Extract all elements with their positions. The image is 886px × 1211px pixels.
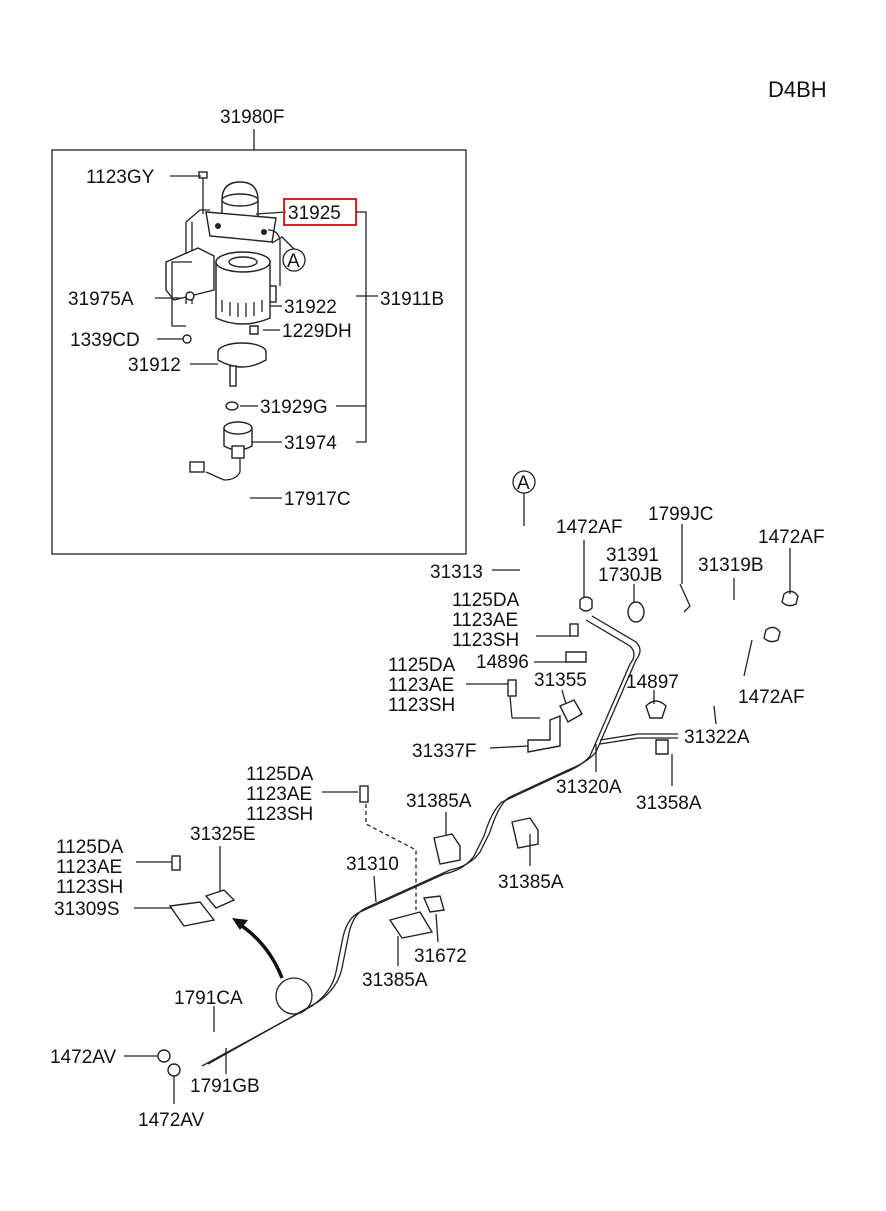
- label-31672[interactable]: 31672: [414, 946, 467, 967]
- assembly-label[interactable]: 31980F: [220, 107, 284, 128]
- filter-head: [205, 181, 281, 303]
- label-1791ca[interactable]: 1791CA: [174, 988, 243, 1009]
- label-1730jb[interactable]: 1730JB: [598, 565, 662, 586]
- grommet-31391: [627, 601, 645, 623]
- assembly-box: [51, 149, 467, 555]
- bracket-31385a-c: [388, 911, 434, 939]
- label-1791gb[interactable]: 1791GB: [190, 1076, 260, 1097]
- label-31325e[interactable]: 31325E: [190, 824, 256, 845]
- label-31322a[interactable]: 31322A: [684, 727, 750, 748]
- label-bolt-d-2[interactable]: 1123AE: [56, 857, 122, 878]
- label-1472av-b[interactable]: 1472AV: [138, 1110, 205, 1131]
- label-1339cd[interactable]: 1339CD: [70, 330, 140, 351]
- label-31319b[interactable]: 31319B: [698, 555, 764, 576]
- label-bolt-c-2[interactable]: 1123AE: [246, 784, 312, 805]
- nut-1339cd: [182, 334, 192, 344]
- bracket-31337f: [527, 714, 561, 753]
- detail-circle: [275, 977, 313, 1015]
- detail-arrow: [235, 920, 284, 979]
- label-31975a[interactable]: 31975A: [68, 289, 134, 310]
- label-1123gy[interactable]: 1123GY: [86, 167, 155, 188]
- clamp-1472af-a: [579, 596, 593, 612]
- sensor-31974: [189, 421, 253, 481]
- clip-31385a-a: [433, 833, 461, 865]
- hose-17917c: [236, 489, 248, 533]
- label-31385a-c[interactable]: 31385A: [362, 970, 428, 991]
- label-31925[interactable]: 31925: [288, 203, 341, 224]
- label-31911b[interactable]: 31911B: [380, 289, 444, 310]
- label-bolt-d-1[interactable]: 1125DA: [56, 837, 124, 858]
- label-31309s[interactable]: 31309S: [54, 899, 120, 920]
- fuel-filter-assembly: 31980F: [51, 107, 467, 555]
- clamp-1472af-b: [781, 590, 799, 607]
- label-14896[interactable]: 14896: [476, 652, 529, 673]
- clip-1799jc: [679, 583, 691, 613]
- label-17917c[interactable]: 17917C: [284, 489, 351, 510]
- label-31391[interactable]: 31391: [606, 545, 659, 566]
- label-bolt-b-3[interactable]: 1123SH: [388, 695, 455, 716]
- clip-14897: [645, 700, 667, 719]
- label-1799jc[interactable]: 1799JC: [648, 504, 714, 525]
- label-31320a[interactable]: 31320A: [556, 777, 622, 798]
- label-31922[interactable]: 31922: [284, 297, 337, 318]
- label-bolt-d-3[interactable]: 1123SH: [56, 877, 123, 898]
- label-1472av-a[interactable]: 1472AV: [50, 1047, 117, 1068]
- label-1472af-b[interactable]: 1472AF: [758, 527, 825, 548]
- label-31385a-a[interactable]: 31385A: [406, 791, 472, 812]
- clip-31672: [422, 895, 445, 913]
- label-31974[interactable]: 31974: [284, 433, 337, 454]
- label-31355[interactable]: 31355: [534, 670, 587, 691]
- clamp-1472av-b: [167, 1063, 181, 1077]
- filter-cartridge: [215, 251, 271, 325]
- label-bolt-a-3[interactable]: 1123SH: [452, 630, 519, 651]
- label-bolt-b-1[interactable]: 1125DA: [388, 655, 456, 676]
- label-1472af-a[interactable]: 1472AF: [556, 517, 623, 538]
- clamp-1472av-a: [157, 1049, 171, 1063]
- label-bolt-b-2[interactable]: 1123AE: [388, 675, 454, 696]
- clip-31325e: [204, 889, 236, 909]
- label-31929g[interactable]: 31929G: [260, 397, 328, 418]
- label-31313[interactable]: 31313: [430, 562, 483, 583]
- clip-31358a: [655, 739, 669, 755]
- label-bolt-c-3[interactable]: 1123SH: [246, 804, 313, 825]
- o-ring-31929g: [225, 401, 239, 411]
- label-31385a-b[interactable]: 31385A: [498, 872, 564, 893]
- mounting-bracket: [165, 171, 215, 304]
- engine-code: D4BH: [768, 77, 827, 102]
- fuel-lines: A: [50, 470, 825, 1131]
- label-1229dh[interactable]: 1229DH: [282, 321, 352, 342]
- clip-31385a-b: [511, 817, 539, 849]
- label-31912[interactable]: 31912: [128, 355, 181, 376]
- label-31337f[interactable]: 31337F: [412, 741, 476, 762]
- label-bolt-c-1[interactable]: 1125DA: [246, 764, 314, 785]
- callout-a-upper-label: A: [287, 251, 300, 272]
- clip-31355: [559, 699, 583, 723]
- clamp-band: [217, 342, 267, 387]
- bracket-31309s: [168, 901, 216, 927]
- clamp-1472af-c: [763, 626, 781, 643]
- label-1472af-c[interactable]: 1472AF: [738, 687, 805, 708]
- label-31310[interactable]: 31310: [346, 854, 399, 875]
- label-31358a[interactable]: 31358A: [636, 793, 702, 814]
- clip-14896: [565, 651, 587, 663]
- label-bolt-a-2[interactable]: 1123AE: [452, 610, 518, 631]
- label-bolt-a-1[interactable]: 1125DA: [452, 590, 520, 611]
- callout-a-lower-label: A: [517, 473, 530, 494]
- label-14897[interactable]: 14897: [626, 672, 679, 693]
- bolt-1229dh: [249, 325, 259, 335]
